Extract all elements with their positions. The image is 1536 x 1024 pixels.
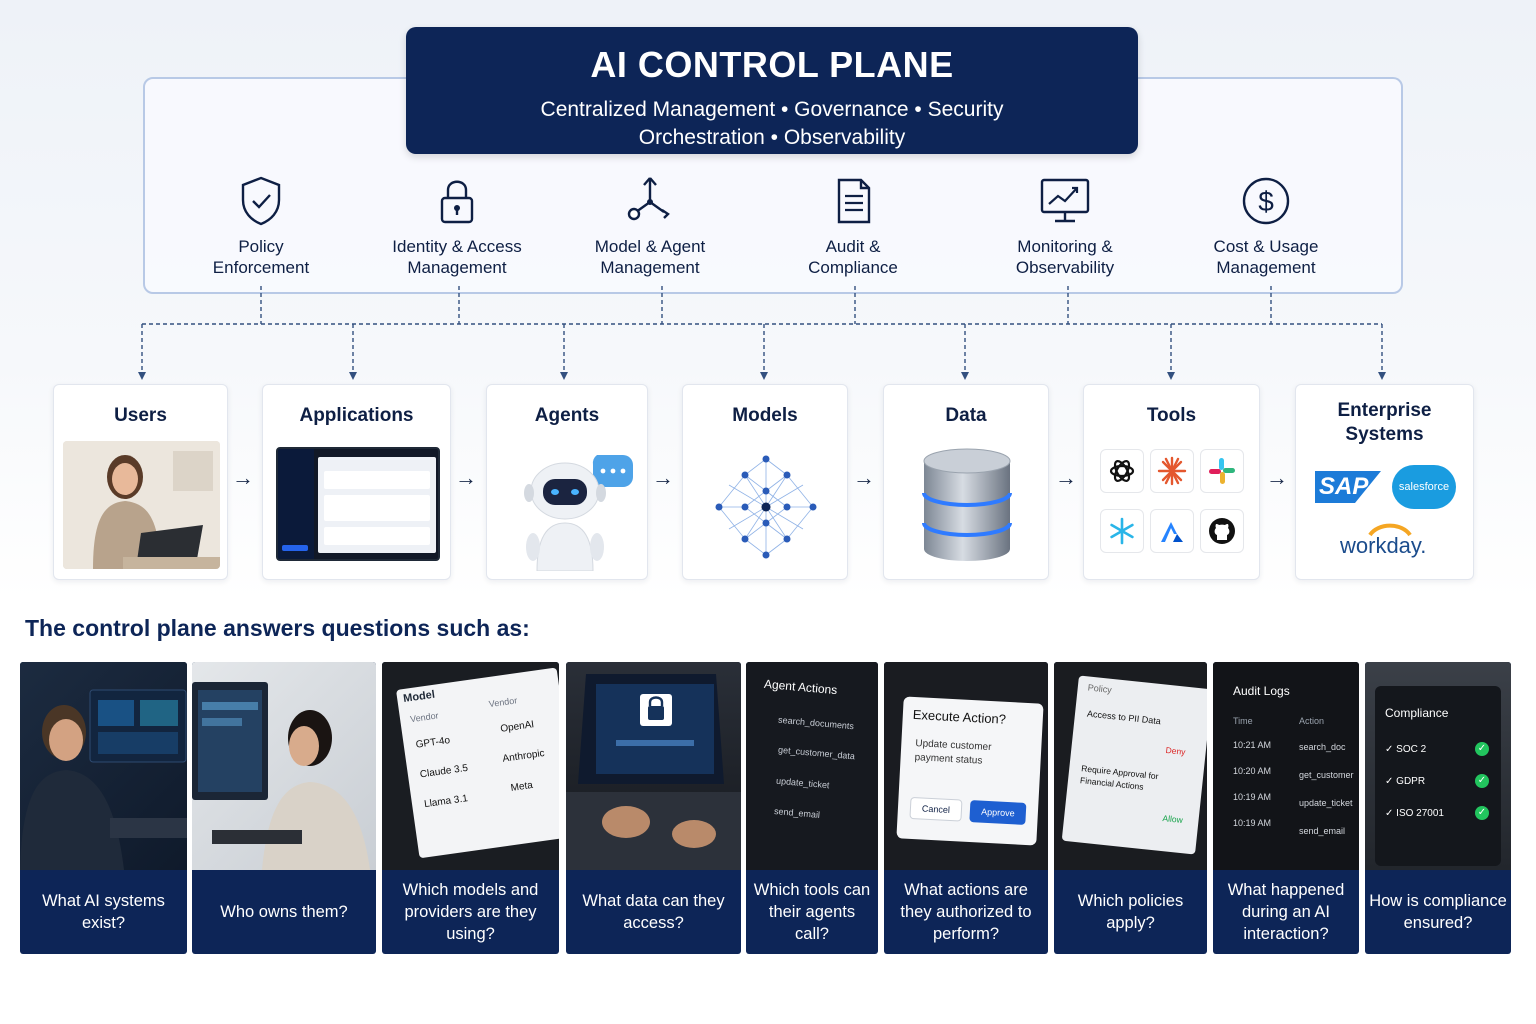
card-tools: Tools xyxy=(1083,384,1260,580)
card-applications: Applications xyxy=(262,384,451,580)
approve-button[interactable]: Approve xyxy=(969,800,1027,825)
lock-icon xyxy=(431,174,483,228)
network-branch-icon xyxy=(624,174,676,228)
agent-actions-screen: Agent Actions search_documents get_custo… xyxy=(746,662,878,870)
connector-lines xyxy=(138,286,1386,380)
execute-action-dialog-screen: Execute Action? Update customer payment … xyxy=(884,662,1048,870)
anthropic-logo-icon xyxy=(1150,449,1194,493)
workday-logo: workday. xyxy=(1340,519,1440,559)
question-card-5: Agent Actions search_documents get_custo… xyxy=(746,662,878,954)
question-card-2: Who owns them? xyxy=(192,662,376,954)
flow-arrow: → xyxy=(232,465,254,490)
document-icon xyxy=(827,174,879,228)
database-icon xyxy=(920,447,1014,563)
question-card-7: Policy Access to PII Data Deny Require A… xyxy=(1054,662,1207,954)
atlassian-logo-icon xyxy=(1150,509,1194,553)
capability-cost-usage: $ Cost & Usage Management xyxy=(1171,174,1361,278)
control-plane-title-box: AI CONTROL PLANE Centralized Management … xyxy=(406,27,1138,154)
question-card-4: What data can they access? xyxy=(566,662,741,954)
audit-logs-screen: Audit Logs Time Action 10:21 AM search_d… xyxy=(1213,662,1359,870)
sap-logo: SAP xyxy=(1315,471,1381,503)
question-card-9: Compliance ✓ SOC 2 ✓ ✓ GDPR ✓ ✓ ISO 2700… xyxy=(1365,662,1511,954)
page-title: AI CONTROL PLANE xyxy=(590,44,954,85)
models-table-screen: Model Vendor Vendor GPT-4o OpenAI Claude… xyxy=(382,662,559,870)
laptop-lock-photo xyxy=(566,662,741,870)
subtitle-line-1: Centralized Management • Governance • Se… xyxy=(540,98,1004,121)
robot-icon xyxy=(505,447,635,572)
capability-model-agent: Model & Agent Management xyxy=(555,174,745,278)
question-card-8: Audit Logs Time Action 10:21 AM search_d… xyxy=(1213,662,1359,954)
flow-arrow: → xyxy=(652,465,674,490)
capability-audit-compliance: Audit & Compliance xyxy=(758,174,948,278)
dollar-circle-icon: $ xyxy=(1240,174,1292,228)
salesforce-logo: salesforce xyxy=(1392,465,1456,509)
slack-logo-icon xyxy=(1200,449,1244,493)
flow-arrow: → xyxy=(455,465,477,490)
policy-screen: Policy Access to PII Data Deny Require A… xyxy=(1054,662,1207,870)
check-icon: ✓ xyxy=(1475,774,1489,788)
card-agents: Agents xyxy=(486,384,648,580)
github-logo-icon xyxy=(1200,509,1244,553)
flow-arrow: → xyxy=(1266,465,1288,490)
neural-network-icon xyxy=(699,445,833,569)
capability-policy-enforcement: Policy Enforcement xyxy=(166,174,356,278)
card-data: Data xyxy=(883,384,1049,580)
analyst-photo xyxy=(20,662,187,870)
check-icon: ✓ xyxy=(1475,806,1489,820)
snowflake-logo-icon xyxy=(1100,509,1144,553)
question-card-1: What AI systems exist? xyxy=(20,662,187,954)
cancel-button[interactable]: Cancel xyxy=(909,796,963,822)
user-photo xyxy=(63,441,220,569)
subtitle-line-2: Orchestration • Observability xyxy=(638,126,906,149)
card-enterprise-systems: Enterprise Systems SAP salesforce workda… xyxy=(1295,384,1474,580)
compliance-screen: Compliance ✓ SOC 2 ✓ ✓ GDPR ✓ ✓ ISO 2700… xyxy=(1365,662,1511,870)
capability-identity-access: Identity & Access Management xyxy=(362,174,552,278)
question-card-3: Model Vendor Vendor GPT-4o OpenAI Claude… xyxy=(382,662,559,954)
openai-logo-icon xyxy=(1100,449,1144,493)
card-models: Models xyxy=(682,384,848,580)
shield-check-icon xyxy=(235,174,287,228)
app-dashboard-screenshot xyxy=(276,447,440,561)
flow-arrow: → xyxy=(1055,465,1077,490)
questions-heading: The control plane answers questions such… xyxy=(25,615,530,641)
svg-text:$: $ xyxy=(1258,186,1274,217)
card-users: Users xyxy=(53,384,228,580)
check-icon: ✓ xyxy=(1475,742,1489,756)
woman-at-monitor-photo xyxy=(192,662,376,870)
capability-monitoring: Monitoring & Observability xyxy=(970,174,1160,278)
monitor-chart-icon xyxy=(1039,174,1091,228)
question-card-6: Execute Action? Update customer payment … xyxy=(884,662,1048,954)
flow-arrow: → xyxy=(853,465,875,490)
